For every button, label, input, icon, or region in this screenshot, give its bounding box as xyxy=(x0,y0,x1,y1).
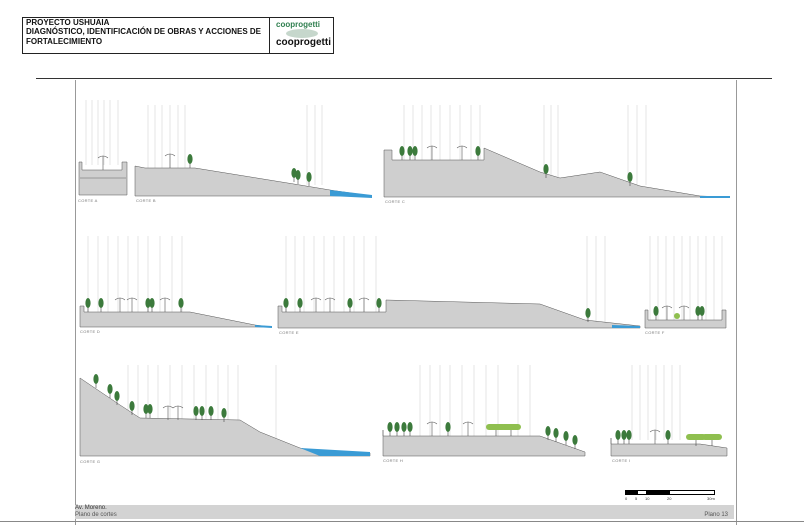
section-b xyxy=(134,105,373,198)
scale-segment xyxy=(647,490,669,495)
section-label: CORTE B xyxy=(136,198,156,203)
project-subtitle-line1: DIAGNÓSTICO, IDENTIFICACIÓN DE OBRAS Y A… xyxy=(26,27,261,37)
scale-label: 0 xyxy=(625,496,628,501)
section-label: CORTE E xyxy=(279,330,299,335)
section-label: CORTE D xyxy=(80,329,101,334)
section-h xyxy=(382,365,586,457)
section-c xyxy=(383,105,731,198)
scale-label: 30m xyxy=(707,496,715,501)
section-d xyxy=(79,236,273,328)
section-e xyxy=(277,236,641,329)
title-text: PROYECTO USHUAIA DIAGNÓSTICO, IDENTIFICA… xyxy=(26,18,266,46)
section-label: CORTE I xyxy=(612,458,631,463)
plan-title-bar: Av. Moreno. Plano de cortes Plano 13 xyxy=(75,505,734,519)
scale-segment xyxy=(637,490,647,495)
title-block xyxy=(22,17,334,54)
scale-label: 5 xyxy=(635,496,638,501)
plate-number: Plano 13 xyxy=(704,512,728,518)
section-label: CORTE A xyxy=(78,198,98,203)
section-label: CORTE G xyxy=(80,459,101,464)
street-name: Av. Moreno. xyxy=(75,505,107,511)
drawing-frame xyxy=(75,80,737,525)
scale-segment xyxy=(625,490,637,495)
scale-label: 10 xyxy=(645,496,650,501)
section-label: CORTE H xyxy=(383,458,404,463)
header-rule xyxy=(36,78,772,79)
section-i xyxy=(610,365,728,457)
section-label: CORTE F xyxy=(645,330,665,335)
project-title: PROYECTO USHUAIA xyxy=(26,18,110,27)
scale-segment xyxy=(669,490,715,495)
logo-text-top: cooprogetti xyxy=(276,20,320,29)
scale-bar: 0 5 10 20 30m xyxy=(625,490,735,506)
project-subtitle-line2: FORTALECIMIENTO xyxy=(26,36,103,46)
page-bottom-rule xyxy=(0,521,804,522)
logo-text-bottom: cooprogetti xyxy=(276,37,331,48)
plan-subtitle: Plano de cortes xyxy=(75,512,117,518)
section-a xyxy=(78,100,128,196)
globe-icon xyxy=(286,29,318,38)
section-f xyxy=(644,236,727,329)
section-label: CORTE C xyxy=(385,199,406,204)
company-logo: cooprogetti cooprogetti xyxy=(269,18,334,53)
section-g xyxy=(79,365,371,457)
scale-label: 20 xyxy=(667,496,672,501)
